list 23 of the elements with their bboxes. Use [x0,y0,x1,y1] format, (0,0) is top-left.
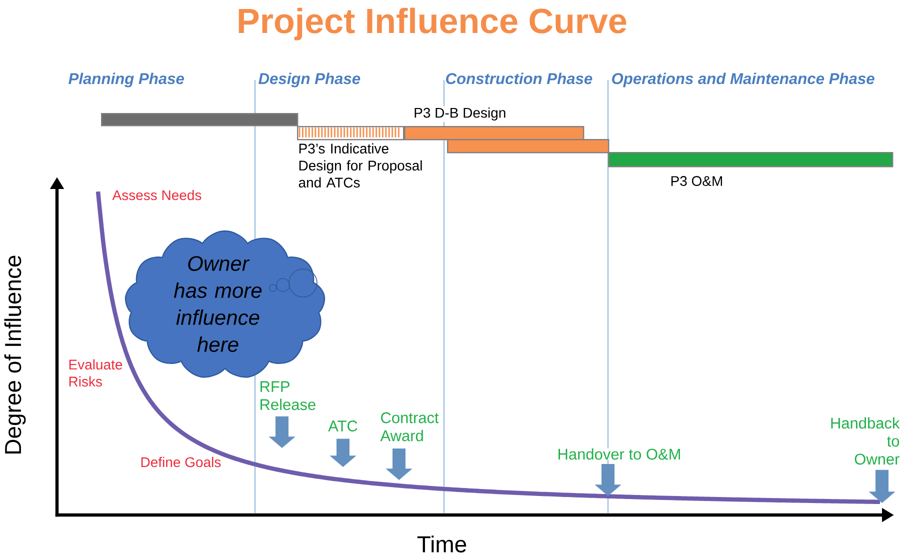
node-label: P3 D-B Design [414,107,506,121]
gantt-bar: P3 O&M [608,152,894,186]
axis-label: Time [417,536,466,552]
gantt-bar: P3 D-B Design [404,106,584,140]
milestone-label: Handback to Owner [831,417,900,465]
milestone-label: ATC [328,420,358,432]
axis-label: Degree of Influence [4,256,26,454]
node-label: P3 O&M [671,176,722,186]
milestone-label: RFP Release [260,381,316,410]
stage-label: Evaluate Risks [69,359,122,387]
thought-cloud: Owner has more influence here [124,230,326,378]
phase-label: Planning Phase [68,72,184,88]
gantt-bar [447,139,610,154]
stage-label: Assess Needs [112,190,202,200]
phase-label: Operations and Maintenance Phase [612,72,874,88]
phase-label: Construction Phase [446,72,592,84]
milestone-label: Handover to O&M [557,448,682,460]
gantt-bar [101,113,298,126]
milestone-label: Contract Award [380,412,439,442]
stage-label: Define Goals [141,456,221,468]
title: Project Influence Curve [238,8,626,40]
phase-label: Design Phase [258,72,360,88]
node-label: P3’s Indicative Design for Proposal and ATCs [298,143,422,188]
